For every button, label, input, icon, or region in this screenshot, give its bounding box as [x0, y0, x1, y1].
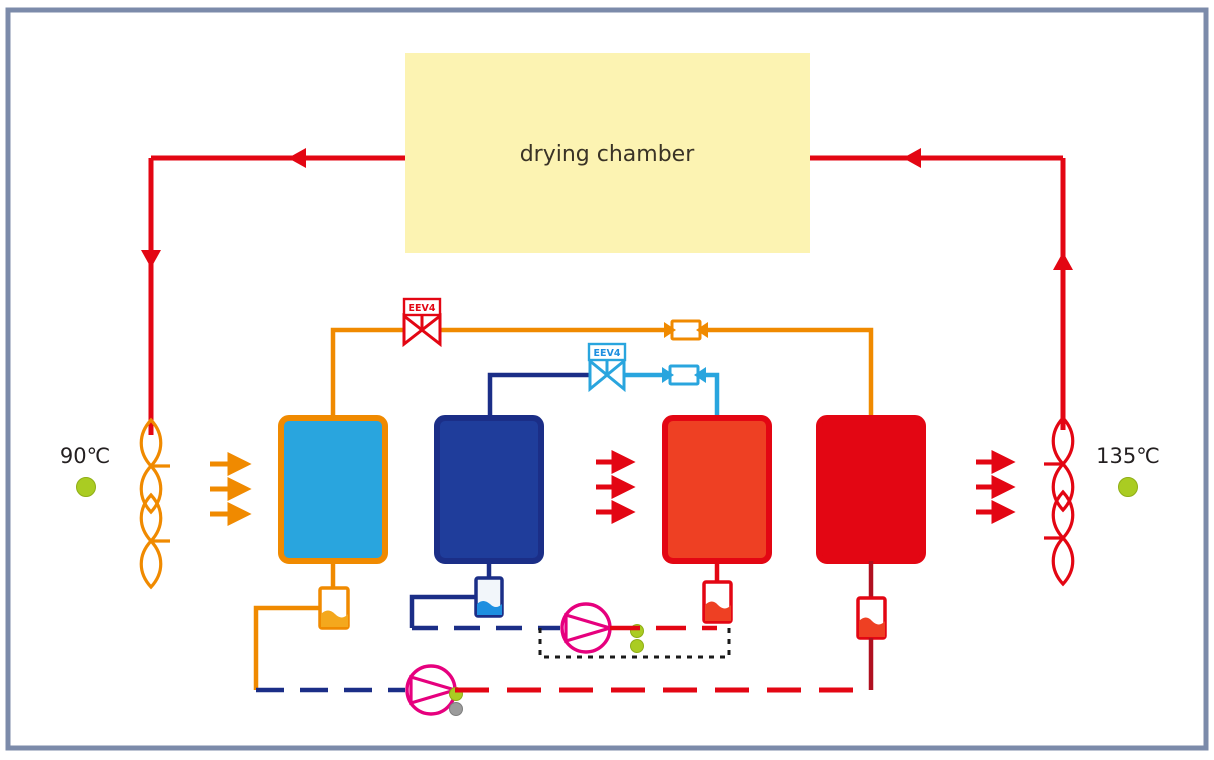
air-loop-arrowheads	[141, 148, 1073, 270]
airflow-arrow	[210, 451, 252, 477]
outlet-air-temp-indicator	[1118, 477, 1138, 497]
receiver-drop-legs	[330, 561, 874, 598]
navy-suction-line	[487, 372, 590, 418]
air-loop-piping	[148, 155, 1066, 435]
inlet-air-temp-readout: 90℃	[60, 444, 110, 497]
airflow-right	[976, 449, 1016, 525]
lower-loop-orange	[253, 605, 320, 690]
filter-drier-blue	[662, 364, 706, 386]
receiver-red-1-liquid	[705, 601, 731, 621]
airflow-arrow	[596, 474, 636, 500]
outlet-air-temp-value: 135℃	[1096, 444, 1160, 468]
arrowhead-down-left	[141, 250, 161, 268]
receiver-blue-liquid	[477, 601, 502, 615]
heat-exchanger-condenser-2[interactable]	[816, 415, 926, 564]
compressor-upper-impeller	[564, 612, 616, 644]
receiver-orange-liquid	[321, 610, 348, 627]
eev-valve-blue[interactable]: EEV4	[587, 342, 627, 393]
airflow-arrow	[976, 499, 1016, 525]
airflow-arrow	[210, 476, 252, 502]
valve-body-right	[604, 357, 626, 393]
heat-exchanger-evaporator-2[interactable]	[434, 415, 544, 564]
compressor-lower-body	[405, 664, 457, 716]
eev-orange-label-box	[402, 297, 442, 317]
eev-valve-orange[interactable]: EEV4	[402, 297, 442, 348]
receiver-red-2	[856, 596, 887, 640]
airflow-arrow	[596, 449, 636, 475]
filter-drier-orange	[664, 319, 708, 341]
airflow-arrow	[596, 499, 636, 525]
fan-left	[139, 417, 170, 590]
compressor-upper[interactable]	[560, 602, 644, 654]
inlet-air-temp-indicator	[76, 477, 96, 497]
airflow-arrow	[210, 501, 252, 527]
blue-circuit-piping	[487, 372, 720, 418]
inlet-air-temp-value: 90℃	[60, 444, 110, 468]
airflow-arrow	[976, 449, 1016, 475]
compressor-lower-impeller	[409, 674, 461, 706]
outlet-air-temp-readout: 135℃	[1096, 444, 1160, 497]
eev-blue-label-box	[587, 342, 627, 362]
drying-chamber: drying chamber	[405, 53, 810, 253]
blue-liquid-line-2	[706, 372, 720, 418]
heat-exchanger-evaporator-1[interactable]	[278, 415, 388, 564]
valve-body-left	[402, 312, 425, 348]
orange-circuit-piping	[330, 327, 874, 418]
eev-orange-label: EEV4	[409, 303, 436, 314]
receiver-red-1	[702, 580, 733, 624]
valve-body-left	[588, 357, 610, 393]
compressor-upper-sensor-2	[630, 639, 644, 653]
receiver-blue	[474, 576, 504, 618]
valve-body-right	[419, 312, 442, 348]
control-signal-line	[538, 622, 731, 659]
fan-right	[1044, 415, 1075, 587]
heat-exchanger-condenser-1[interactable]	[662, 415, 772, 564]
upper-loop-navy	[409, 594, 560, 631]
arrowhead-up-right	[1053, 252, 1073, 270]
arrowhead-top-left	[288, 148, 306, 168]
drying-chamber-body	[405, 53, 810, 253]
airflow-arrow	[976, 474, 1016, 500]
drying-chamber-label: drying chamber	[520, 142, 695, 167]
eev-blue-label: EEV4	[594, 348, 621, 359]
compressor-upper-body	[560, 602, 612, 654]
compressor-lower-sensor-2	[449, 702, 463, 716]
receiver-red-2-liquid	[859, 617, 885, 637]
airflow-left	[210, 451, 252, 527]
airflow-middle	[596, 449, 636, 525]
receiver-orange	[318, 586, 350, 630]
arrowhead-top-right	[903, 148, 921, 168]
